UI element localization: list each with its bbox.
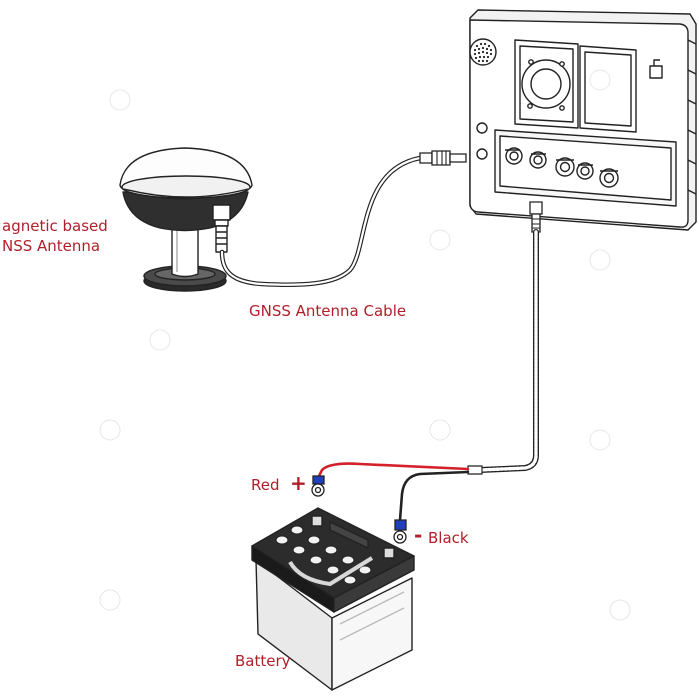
antenna-label-line2: NSS Antenna [2,237,101,255]
battery-icon [251,507,415,691]
gnss-antenna-icon [119,147,253,292]
black-label: Black [428,529,469,547]
rear-connectors [505,147,619,188]
display-unit-icon [469,9,697,231]
watermark-decor [99,69,631,621]
power-cable [316,201,543,522]
red-label: Red [251,476,280,494]
ring-terminal-icon [311,475,325,497]
plus-symbol: + [290,471,307,495]
cable-label: GNSS Antenna Cable [249,302,407,320]
gnss-antenna-cable [219,150,467,288]
antenna-label-line1: agnetic based [2,217,108,235]
speaker-grille [473,42,493,63]
minus-symbol: - [414,523,423,547]
battery-label: Battery [235,652,291,670]
ring-terminal-icon [393,519,407,544]
